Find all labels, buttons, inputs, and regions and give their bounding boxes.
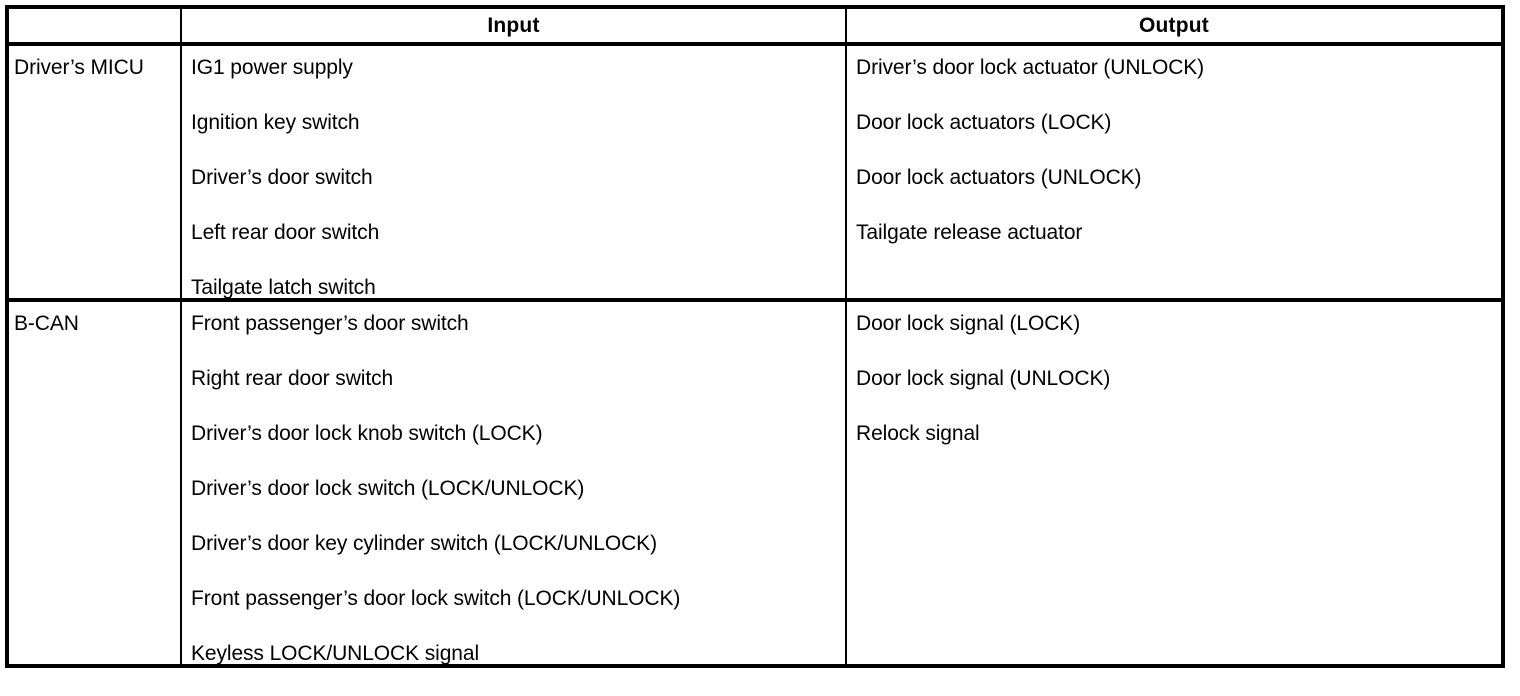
row-output-cell: Door lock signal (LOCK) Door lock signal…	[849, 302, 1501, 664]
output-item: Door lock signal (UNLOCK)	[856, 367, 1111, 390]
header-cell-category	[9, 9, 180, 42]
output-item: Door lock actuators (UNLOCK)	[856, 166, 1142, 189]
output-item: Tailgate release actuator	[856, 221, 1083, 244]
input-item: Left rear door switch	[191, 221, 380, 244]
header-bottom-rule	[9, 42, 1501, 46]
table-header-row: Input Output	[9, 9, 1501, 42]
input-item: Front passenger’s door lock switch (LOCK…	[191, 587, 681, 610]
input-item: Driver’s door lock knob switch (LOCK)	[191, 422, 543, 445]
header-cell-output: Output	[1138, 13, 1209, 37]
input-item: Ignition key switch	[191, 111, 360, 134]
input-output-table: Input Output Driver’s MICU IG1 power sup…	[5, 5, 1505, 668]
row-divider-rule	[9, 298, 1501, 302]
page-canvas: Input Output Driver’s MICU IG1 power sup…	[5, 5, 1505, 668]
input-item: Driver’s door switch	[191, 166, 373, 189]
table-row: B-CAN Front passenger’s door switch Righ…	[9, 302, 1501, 665]
output-item: Door lock signal (LOCK)	[856, 312, 1081, 335]
row-input-cell: Front passenger’s door switch Right rear…	[184, 302, 845, 665]
input-item: IG1 power supply	[191, 56, 353, 79]
column-divider-1	[180, 9, 182, 664]
row-category-label: B-CAN	[14, 312, 79, 335]
table-row: Driver’s MICU IG1 power supply Ignition …	[9, 46, 1501, 299]
output-item: Driver’s door lock actuator (UNLOCK)	[856, 56, 1205, 79]
row-category-cell: B-CAN	[11, 302, 180, 664]
input-item: Driver’s door lock switch (LOCK/UNLOCK)	[191, 477, 585, 500]
row-category-cell: Driver’s MICU	[11, 46, 180, 298]
input-item: Right rear door switch	[191, 367, 394, 390]
input-item: Keyless LOCK/UNLOCK signal	[191, 642, 480, 665]
row-category-label: Driver’s MICU	[14, 56, 144, 79]
header-cell-input: Input	[487, 13, 540, 37]
input-item: Tailgate latch switch	[191, 276, 376, 299]
output-item: Door lock actuators (LOCK)	[856, 111, 1112, 134]
column-divider-2	[845, 9, 847, 664]
input-item: Front passenger’s door switch	[191, 312, 469, 335]
row-output-cell: Driver’s door lock actuator (UNLOCK) Doo…	[849, 46, 1501, 298]
output-item: Relock signal	[856, 422, 980, 445]
row-input-cell: IG1 power supply Ignition key switch Dri…	[184, 46, 845, 299]
input-item: Driver’s door key cylinder switch (LOCK/…	[191, 532, 657, 555]
